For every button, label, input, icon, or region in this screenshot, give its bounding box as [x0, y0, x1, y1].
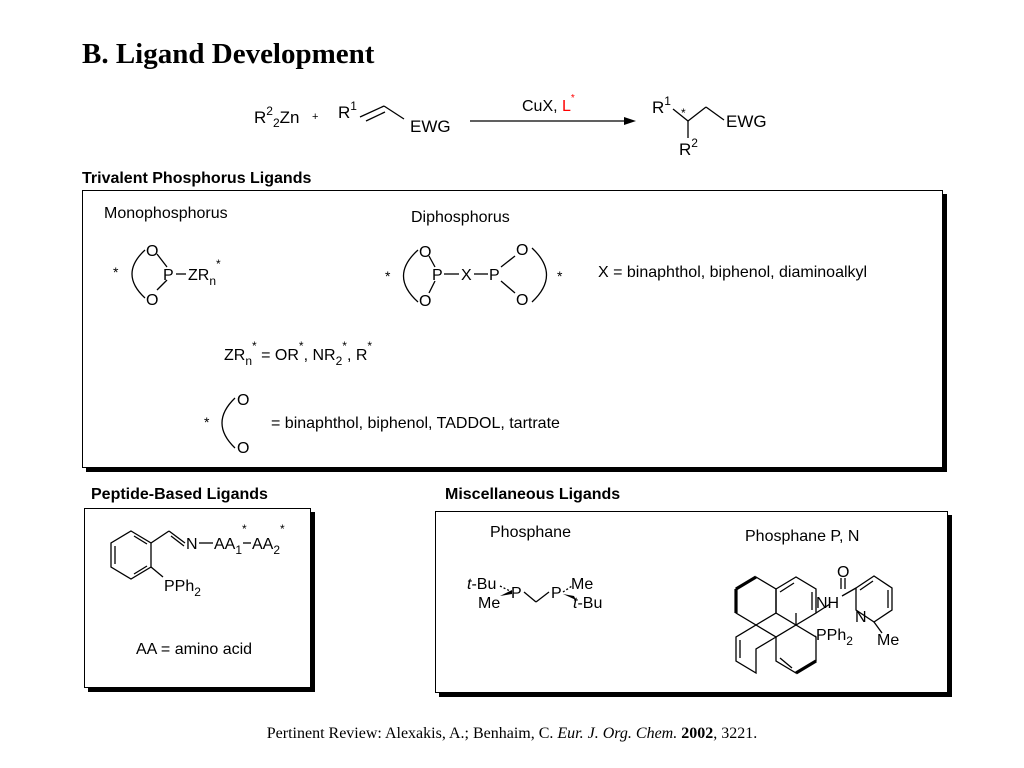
svg-text:t-Bu: t-Bu: [573, 595, 602, 612]
product-r1: R1: [652, 94, 671, 117]
svg-text:O: O: [419, 244, 431, 261]
monophosphorus-structure: * O O P ZRn*: [113, 243, 221, 309]
svg-text:P: P: [163, 267, 174, 284]
bisphosphane-structure: t-Bu Me P P Me t-Bu: [467, 576, 602, 612]
peptide-structure: N AA1* AA2* PPh2: [110, 522, 285, 599]
reaction-arrow: [470, 117, 636, 125]
chiral-ligand: L: [562, 98, 571, 115]
aa1-label: AA1*: [214, 522, 247, 557]
aa-definition: AA = amino acid: [136, 641, 253, 658]
trivalent-heading: Trivalent Phosphorus Ligands: [82, 170, 312, 187]
misc-heading: Miscellaneous Ligands: [445, 486, 621, 503]
diol-definition: = binaphthol, biphenol, TADDOL, tartrate: [271, 415, 560, 432]
alkene-bond: [359, 105, 405, 122]
svg-text:P: P: [511, 585, 522, 602]
product-r2: R2: [679, 136, 698, 159]
zrn-label: ZRn*: [188, 257, 221, 288]
misc-structures: t-Bu Me P P Me t-Bu: [467, 564, 899, 675]
svg-text:O: O: [237, 392, 249, 409]
reaction-conditions: CuX, L*: [522, 93, 575, 115]
svg-text:*: *: [204, 414, 210, 430]
page-title: B. Ligand Development: [82, 38, 375, 70]
svg-text:P: P: [551, 585, 562, 602]
nh-label: NH: [816, 595, 839, 612]
diol-structure: * O O = binaphthol, biphenol, TADDOL, ta…: [204, 392, 560, 457]
aa2-label: AA2*: [252, 522, 285, 557]
x-definition: X = binaphthol, biphenol, diaminoalkyl: [598, 264, 868, 281]
svg-text:P: P: [432, 267, 443, 284]
trivalent-structures: * O O P ZRn* * O O P X P O O: [113, 242, 563, 457]
zrn-definition: ZRn* = OR*, NR2*, R*: [224, 339, 372, 368]
svg-text:*: *: [385, 268, 391, 284]
misc-ligands-box: Phosphane Phosphane P, N t-Bu Me P P Me …: [435, 511, 948, 693]
svg-text:O: O: [419, 293, 431, 310]
svg-text:O: O: [516, 292, 528, 309]
diphosphorus-label: Diphosphorus: [411, 209, 510, 226]
svg-text:Me: Me: [571, 576, 593, 593]
imine-n: N: [186, 536, 198, 553]
review-reference: Pertinent Review: Alexakis, A.; Benhaim,…: [266, 725, 758, 742]
svg-text:O: O: [516, 242, 528, 259]
trivalent-ligands-box: Monophosphorus Diphosphorus X = binaphth…: [82, 190, 943, 468]
svg-text:t-Bu: t-Bu: [467, 576, 496, 593]
binaphthyl-pn-structure: NH O N Me PPh2: [734, 564, 899, 675]
peptide-ligands-box: N AA1* AA2* PPh2 AA = amino acid: [84, 508, 311, 688]
svg-text:X: X: [461, 267, 472, 284]
phosphane-label: Phosphane: [490, 524, 571, 541]
plus-sign: +: [312, 111, 318, 123]
peptide-heading: Peptide-Based Ligands: [91, 486, 268, 503]
substrate-r1: R1: [338, 99, 357, 122]
svg-text:*: *: [557, 268, 563, 284]
benzene-ring: [110, 530, 152, 580]
phosphane-pn-label: Phosphane P, N: [745, 528, 860, 545]
zinc-reagent: R22Zn: [254, 104, 300, 130]
svg-text:Me: Me: [877, 632, 899, 649]
monophosphorus-label: Monophosphorus: [104, 205, 228, 222]
ewg-label: EWG: [410, 117, 451, 136]
pph2-label: PPh2: [164, 578, 201, 599]
svg-text:O: O: [237, 440, 249, 457]
pph2-label: PPh2: [816, 627, 853, 648]
pyridine-n: N: [855, 609, 867, 626]
svg-text:*: *: [113, 264, 119, 280]
svg-text:O: O: [146, 292, 158, 309]
product-skeleton: [672, 106, 725, 138]
product-ewg: EWG: [726, 112, 767, 131]
svg-text:P: P: [489, 267, 500, 284]
svg-text:O: O: [146, 243, 158, 260]
svg-text:Me: Me: [478, 595, 500, 612]
diphosphorus-structure: * O O P X P O O *: [385, 242, 563, 310]
carbonyl-o: O: [837, 564, 849, 581]
stereocenter-star: *: [681, 106, 686, 120]
